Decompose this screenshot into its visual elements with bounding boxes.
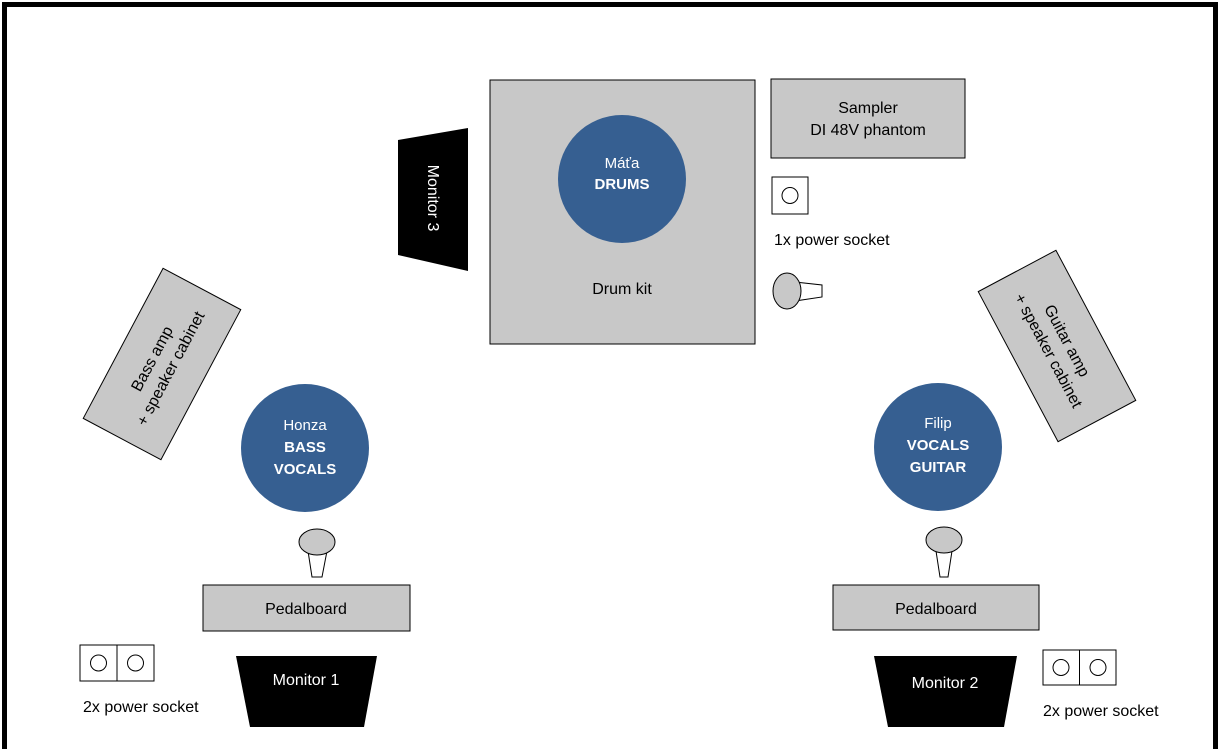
mic-head [772,272,802,310]
drummer-circle [558,115,686,243]
monitor-2: Monitor 2 [874,656,1017,727]
monitor-1-wedge [236,656,377,727]
socket-hole [1052,659,1070,676]
bassist-role-line1: BASS [284,439,326,456]
power-socket-center: 1x power socket [771,176,890,249]
power-socket-center-label: 1x power socket [774,232,890,249]
power-socket-left: 2x power socket [79,644,199,716]
bassist-name: Honza [283,417,327,434]
socket-hole [127,654,144,672]
sampler-box [770,78,966,159]
bass-amp: Bass amp + speaker cabinet [82,267,242,461]
guitarist-circle [874,383,1002,511]
monitor-2-wedge [874,656,1017,727]
guitarist-role-line1: VOCALS [907,437,970,454]
pedalboard-left-label: Pedalboard [265,601,347,618]
drummer: Máťa DRUMS [558,115,686,243]
pedalboard-right-label: Pedalboard [895,601,977,618]
socket-hole [90,654,107,672]
bassist-role-line2: VOCALS [274,461,337,478]
monitor-3: Monitor 3 [398,128,468,271]
drummer-name: Máťa [605,155,640,172]
bass-amp-box [82,267,242,461]
drum-kit-label: Drum kit [592,281,652,298]
drummer-role: DRUMS [595,176,650,193]
sampler-label-line1: Sampler [838,100,898,117]
mic-head [925,526,963,554]
microphone-icon [925,526,963,578]
monitor-3-label: Monitor 3 [424,165,441,232]
pedalboard-right-box [832,584,1040,631]
power-socket-left-label: 2x power socket [83,699,199,716]
monitor-3-wedge [398,128,468,271]
mic-head [298,528,336,556]
monitor-1-label: Monitor 1 [273,672,340,689]
power-socket-right: 2x power socket [1042,649,1159,720]
socket-hole [1089,659,1107,676]
power-socket-right-label: 2x power socket [1043,703,1159,720]
bassist-circle [241,384,369,512]
sampler-label-line2: DI 48V phantom [810,122,926,139]
guitarist: Filip VOCALS GUITAR [874,383,1002,511]
socket-hole [781,187,799,204]
pedalboard-left-box [202,584,411,632]
guitarist-role-line2: GUITAR [910,459,967,476]
microphone-icon [772,272,823,310]
pedalboard-right: Pedalboard [832,584,1040,631]
power-socket-icon [771,176,809,215]
microphone-icon [298,528,336,578]
guitarist-name: Filip [924,415,952,432]
guitar-amp-box [977,249,1137,443]
monitor-1: Monitor 1 [236,656,377,727]
sampler: Sampler DI 48V phantom [770,78,966,159]
bassist: Honza BASS VOCALS [241,384,369,512]
monitor-2-label: Monitor 2 [912,675,979,692]
pedalboard-left: Pedalboard [202,584,411,632]
